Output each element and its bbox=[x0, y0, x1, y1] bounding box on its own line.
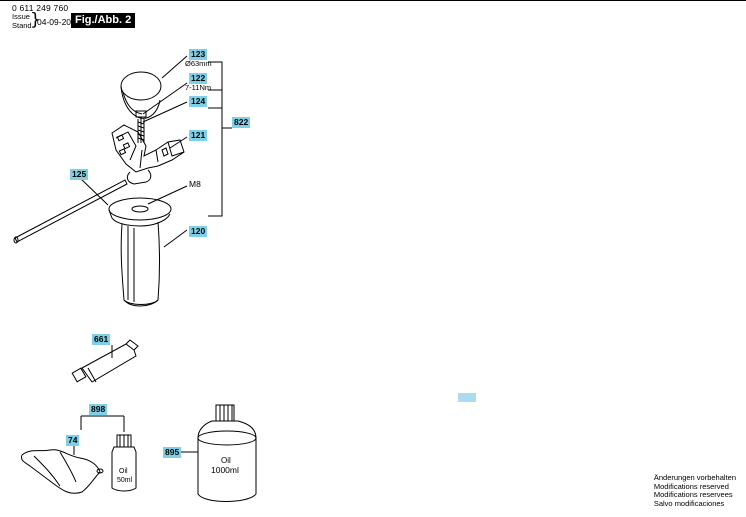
large-oil-bottle-part bbox=[197, 404, 257, 502]
issue-label: Issue bbox=[12, 12, 30, 21]
modification-notice: Änderungen vorbehalten Modifications res… bbox=[653, 473, 736, 508]
callout-898: 898 bbox=[89, 404, 108, 415]
thread-note: M8 bbox=[189, 179, 201, 189]
grease-tube-part bbox=[71, 339, 139, 383]
callout-124: 124 bbox=[189, 96, 208, 107]
brace-glyph: } bbox=[30, 10, 41, 30]
small-oil-bottle-part bbox=[111, 434, 137, 492]
stand-label: Stand bbox=[12, 20, 32, 30]
issue-stand-label: Issue Stand bbox=[12, 12, 32, 30]
notice-line-fr: Modifications reservees bbox=[653, 490, 733, 500]
callout-125: 125 bbox=[70, 169, 89, 180]
header-rule bbox=[0, 0, 746, 1]
notice-line-es: Salvo modificaciones bbox=[653, 498, 725, 508]
color-swatch bbox=[458, 393, 476, 402]
large-bottle-oil-label: Oil bbox=[221, 456, 231, 465]
callout-661: 661 bbox=[92, 334, 111, 345]
callout-120: 120 bbox=[189, 226, 208, 237]
clamp-body-part bbox=[111, 124, 185, 185]
leader-lines bbox=[73, 55, 232, 455]
handle-part bbox=[108, 197, 172, 307]
clamp-band-part bbox=[120, 71, 162, 119]
small-bottle-oil-label: Oil bbox=[119, 468, 128, 475]
bolt-part bbox=[135, 110, 147, 143]
callout-74: 74 bbox=[66, 435, 80, 446]
callout-122: 122 bbox=[189, 73, 208, 84]
callout-822: 822 bbox=[232, 117, 251, 128]
diameter-note: Ø63mm bbox=[185, 59, 212, 68]
notice-line-en: Modifications reserved bbox=[653, 481, 729, 491]
issue-date: 04-09-20 bbox=[37, 17, 72, 27]
depth-rod-part bbox=[13, 179, 128, 244]
small-bottle-volume-label: 50ml bbox=[117, 477, 133, 484]
cleaning-cloth-part bbox=[21, 449, 104, 494]
callout-895: 895 bbox=[163, 447, 182, 458]
torque-note: 7-11Nm bbox=[185, 83, 212, 92]
notice-line-de: Änderungen vorbehalten bbox=[653, 473, 736, 482]
figure-label: Fig./Abb. 2 bbox=[71, 13, 136, 28]
callout-121: 121 bbox=[189, 130, 208, 141]
part-number: 0 611 249 760 bbox=[12, 3, 69, 13]
callout-123: 123 bbox=[189, 49, 208, 60]
large-bottle-volume-label: 1000ml bbox=[211, 465, 239, 475]
